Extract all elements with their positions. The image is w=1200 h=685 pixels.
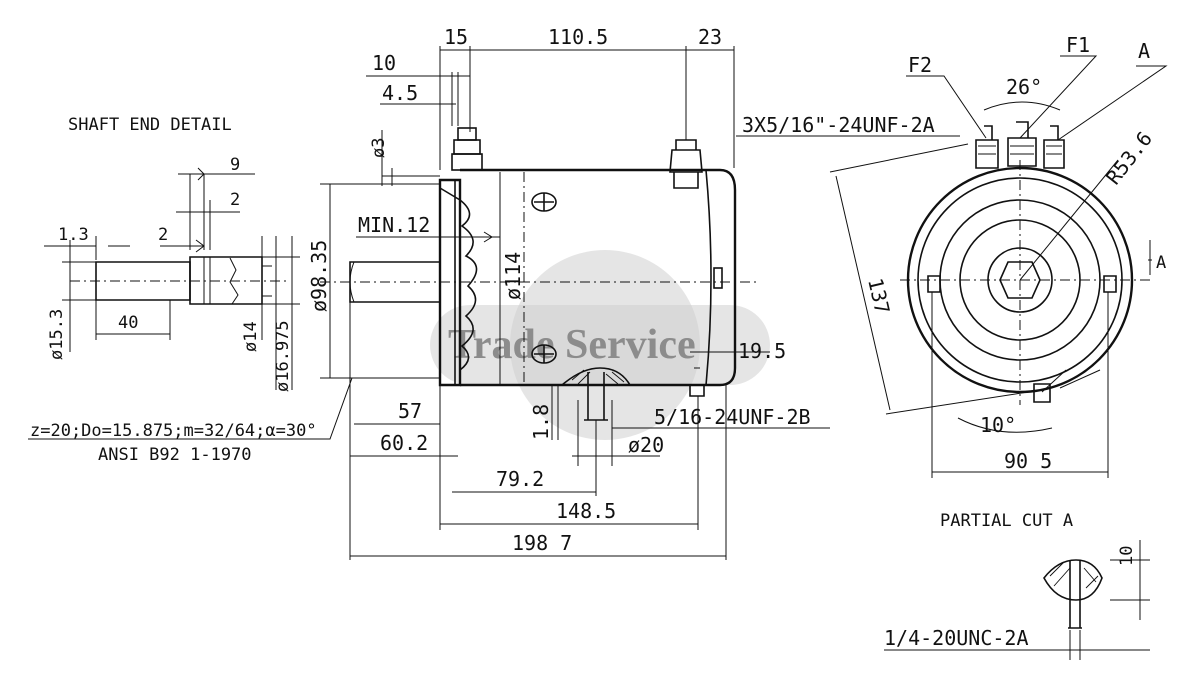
motor-side-view: 15 110.5 23 10 4.5 ø3 MIN.12 ø98.35 ø114… (307, 25, 960, 560)
dim-57: 57 (398, 399, 422, 423)
dim-23: 23 (698, 25, 722, 49)
dim-dia-114: ø114 (501, 252, 525, 300)
dim-15: 15 (444, 25, 468, 49)
dim-2a: 2 (230, 190, 240, 210)
dim-dia-3: ø3 (369, 138, 389, 158)
shaft-end-detail: SHAFT END DETAIL 9 2 1.3 2 40 ø15.3 ø14 … (28, 115, 353, 465)
ansi-standard: ANSI B92 1-1970 (98, 445, 252, 465)
partial-cut-dim-10: 10 (1117, 546, 1137, 566)
terminal-stud-right (669, 139, 703, 189)
angle-10: 10° (980, 413, 1016, 437)
section-a-marker: A (1156, 253, 1166, 273)
dim-dia-16-975: ø16.975 (273, 320, 293, 392)
dim-1-3: 1.3 (58, 225, 89, 245)
dim-dia-20: ø20 (628, 433, 664, 457)
watermark-text: Trade Service (448, 322, 696, 368)
dim-40: 40 (118, 313, 138, 333)
min-12: MIN.12 (358, 213, 430, 237)
partial-cut-title: PARTIAL CUT A (940, 511, 1073, 531)
dim-9: 9 (230, 155, 240, 175)
dim-137: 137 (863, 276, 895, 317)
partial-cut-a: PARTIAL CUT A 10 1/4-20UNC-2A (884, 511, 1150, 660)
terminal-a: A (1138, 39, 1150, 63)
angle-26: 26° (1006, 75, 1042, 99)
thread-top: 3X5/16"-24UNF-2A (742, 113, 935, 137)
dim-dia-15-3: ø15.3 (47, 309, 67, 360)
dim-90-5: 90 5 (1004, 449, 1052, 473)
partial-cut-thread: 1/4-20UNC-2A (884, 626, 1029, 650)
body-bolt-top (531, 192, 557, 212)
dim-19-5: 19.5 (738, 339, 786, 363)
dim-198-7: 198 7 (512, 531, 572, 555)
dim-2b: 2 (158, 225, 168, 245)
terminal-f2: F2 (908, 53, 932, 77)
shaft-detail-title: SHAFT END DETAIL (68, 115, 232, 135)
body-bolt-bottom (531, 344, 557, 364)
spline-spec: z=20;Do=15.875;m=32/64;α=30° (30, 421, 317, 441)
thread-bottom: 5/16-24UNF-2B (654, 405, 811, 429)
end-view-terminals (975, 121, 1065, 169)
radius-53-6: R53.6 (1101, 127, 1157, 189)
dim-110-5: 110.5 (548, 25, 608, 49)
bottom-port (561, 367, 631, 421)
dim-60-2: 60.2 (380, 431, 428, 455)
dim-1-8: 1.8 (529, 404, 553, 440)
terminal-f1: F1 (1066, 33, 1090, 57)
dim-4-5: 4.5 (382, 81, 418, 105)
dim-dia-98-35: ø98.35 (307, 240, 331, 312)
dim-dia-14: ø14 (241, 321, 261, 352)
terminal-stud-left (451, 127, 483, 171)
dim-10: 10 (372, 51, 396, 75)
dim-79-2: 79.2 (496, 467, 544, 491)
motor-end-view: F2 F1 A 26° R53.6 137 A 10° 90 5 (829, 33, 1168, 478)
dim-148-5: 148.5 (556, 499, 616, 523)
